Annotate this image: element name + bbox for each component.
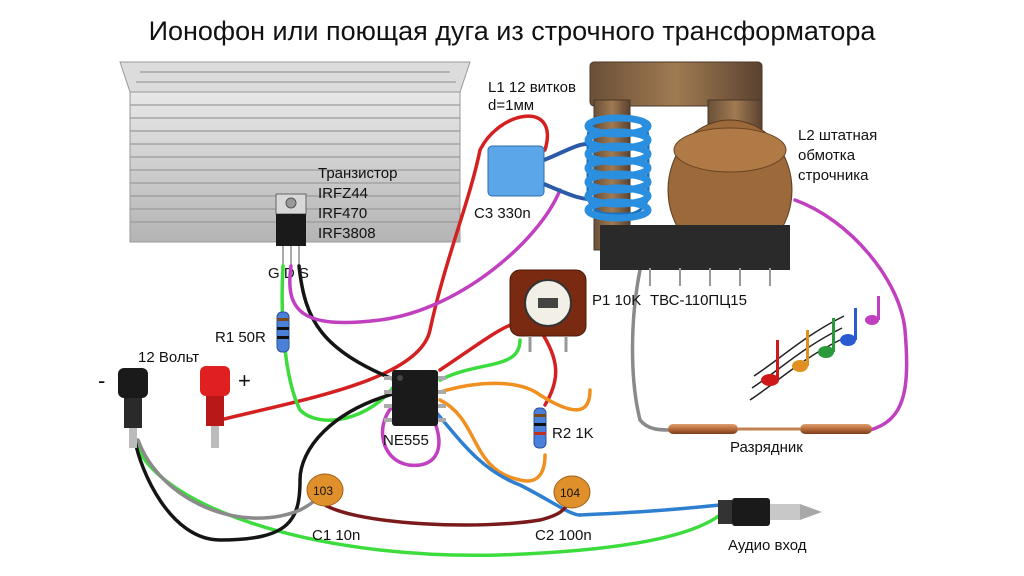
l2-label: L2 штатная	[798, 127, 877, 144]
transistor-title-label: Транзистор	[318, 165, 397, 182]
plus-label: +	[238, 368, 251, 393]
c2-code-label: 104	[560, 486, 580, 500]
wire-orange-2	[438, 398, 547, 483]
c1-code-label: 103	[313, 484, 333, 498]
resistor-r2	[533, 407, 547, 449]
wire-green-3	[133, 438, 722, 558]
transistor	[275, 193, 307, 266]
flyback-transformer	[589, 61, 793, 286]
wire-green-2	[438, 338, 522, 382]
music-notes-icon	[749, 296, 880, 401]
ne555-label: NE555	[383, 432, 429, 449]
c3-label: C3 330n	[474, 205, 531, 222]
capacitor-c1	[306, 473, 344, 507]
wire-black	[297, 264, 402, 384]
wire-darkred	[323, 498, 572, 527]
r1-label: R1 50R	[215, 329, 266, 346]
supply-label: 12 Вольт	[138, 349, 199, 366]
coil-l1	[584, 114, 652, 222]
wire-blue-2	[578, 503, 722, 517]
wire-red	[218, 114, 549, 422]
capacitor-c3	[487, 141, 601, 202]
resistor-r1	[276, 311, 290, 353]
wire-black-2	[133, 390, 402, 542]
wire-grey-2	[630, 268, 672, 432]
transistor-model-2: IRF470	[318, 205, 367, 222]
l1-label: L1 12 витков	[488, 79, 576, 96]
wire-violet-3	[793, 198, 909, 432]
terminal-positive	[200, 366, 230, 448]
wire-orange	[438, 381, 592, 412]
l2-line2-label: обмотка	[798, 147, 856, 164]
spark-gap	[668, 424, 872, 434]
potentiometer-p1	[509, 269, 587, 352]
r2-label: R2 1K	[552, 425, 594, 442]
minus-label: -	[98, 368, 105, 393]
audio-jack	[718, 498, 822, 526]
terminal-negative	[118, 368, 148, 448]
wire-violet	[288, 188, 562, 325]
c1-label: C1 10n	[312, 527, 360, 544]
wire-blue	[428, 403, 582, 517]
p1-label: P1 10K	[592, 292, 641, 309]
diagram-title: Ионофон или поющая дуга из строчного тра…	[149, 16, 877, 46]
tbc-label: ТВС-110ПЦ15	[650, 292, 747, 309]
capacitor-c2	[553, 475, 591, 509]
l2-line3-label: строчника	[798, 167, 869, 184]
ne555-chip	[384, 370, 446, 426]
c2-label: C2 100n	[535, 527, 592, 544]
transistor-model-3: IRF3808	[318, 225, 376, 242]
transistor-model-1: IRFZ44	[318, 185, 368, 202]
audio-input-label: Аудио вход	[728, 537, 807, 554]
l1-diameter-label: d=1мм	[488, 97, 534, 114]
gap-label: Разрядник	[730, 439, 803, 456]
